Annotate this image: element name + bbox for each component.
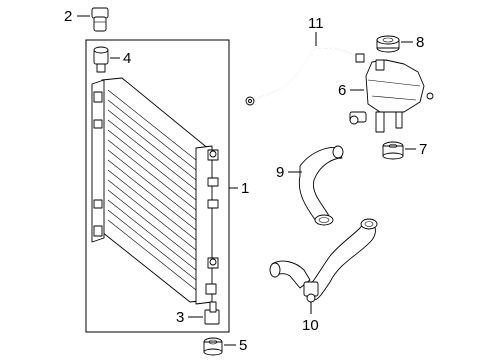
- callout-6: 6: [338, 82, 346, 99]
- callout-9: 9: [276, 164, 284, 181]
- callout-11: 11: [308, 15, 324, 32]
- radiator: [91, 77, 219, 305]
- upper-mount-bushing: [91, 7, 109, 32]
- callout-2: 2: [64, 8, 72, 25]
- radiator-assembly-frame: [85, 39, 230, 333]
- lower-radiator-hose: [269, 218, 378, 303]
- callout-8: 8: [416, 34, 424, 51]
- callout-10: 10: [302, 317, 319, 334]
- coolant-reservoir: [349, 59, 434, 133]
- callout-1: 1: [241, 180, 249, 197]
- upper-insulator: [93, 46, 109, 73]
- callout-7: 7: [419, 141, 427, 158]
- upper-radiator-hose: [298, 145, 344, 226]
- vent-hose: [245, 46, 365, 106]
- reservoir-insulator: [382, 141, 404, 160]
- callout-4: 4: [123, 50, 131, 67]
- lower-insulator: [203, 337, 223, 356]
- reservoir-cap: [376, 35, 400, 53]
- lower-bracket: [204, 301, 220, 325]
- callout-5: 5: [239, 337, 247, 354]
- callout-3: 3: [176, 309, 184, 326]
